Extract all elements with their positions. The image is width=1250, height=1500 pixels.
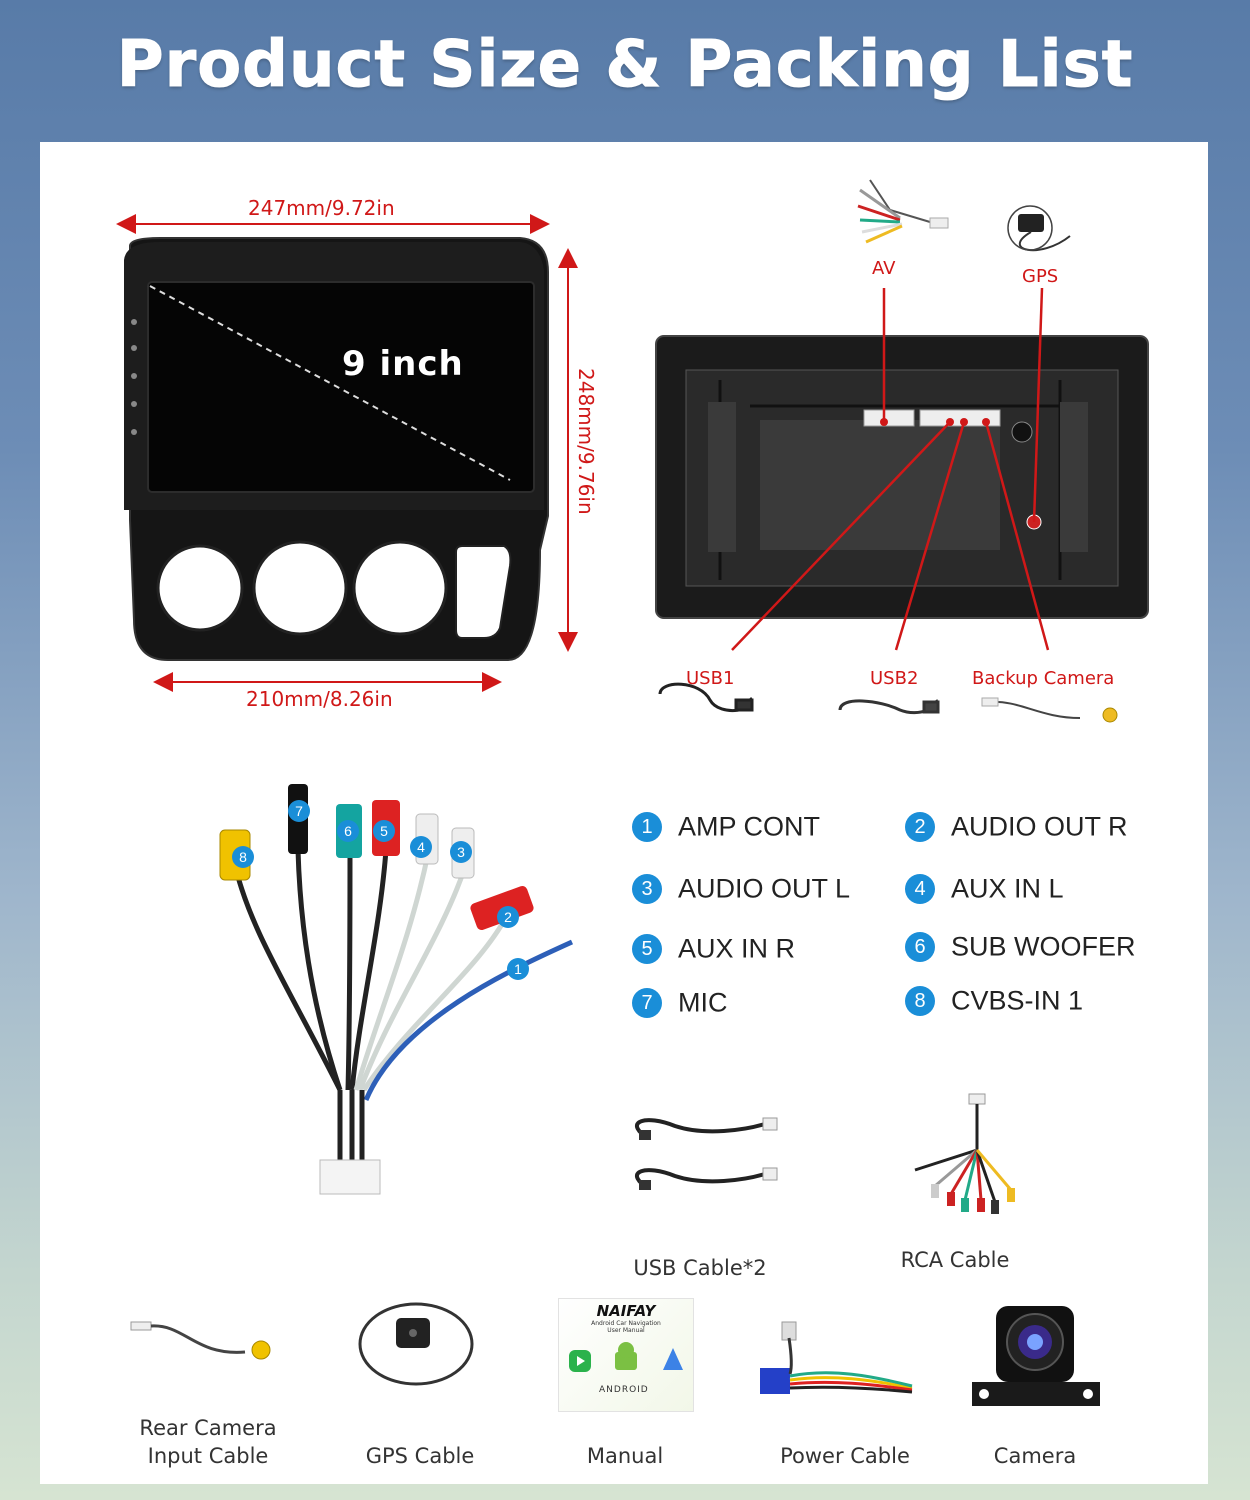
legend-item-2: 2 AUDIO OUT R xyxy=(905,810,1128,842)
rear-camera-input-cable-icon xyxy=(130,1321,271,1360)
gps-port xyxy=(1011,421,1033,443)
harness-badge-8: 8 xyxy=(232,846,254,868)
manual-brand: NAIFAY xyxy=(596,1302,656,1320)
screen-size-label: 9 inch xyxy=(342,344,464,384)
top-width-label: 247mm/9.72in xyxy=(248,196,395,220)
legend-item-7: 7 MIC xyxy=(632,986,728,1018)
port-leader-lines xyxy=(731,287,1050,651)
gps-port-label: GPS xyxy=(1022,266,1059,287)
head-unit-rear-illustration xyxy=(655,179,1149,723)
backup-camera-cable-icon xyxy=(981,697,1118,723)
manual-android-text: ANDROID xyxy=(599,1385,649,1395)
legend-label: AUX IN R xyxy=(678,933,796,964)
switch-cutout xyxy=(455,545,512,639)
harness-badge-3: 3 xyxy=(450,841,472,863)
rear-ribs xyxy=(708,402,1088,552)
harness-badge-1: 1 xyxy=(507,958,529,980)
vent-cutout-middle xyxy=(252,540,348,636)
legend-item-6: 6 SUB WOOFER xyxy=(905,930,1136,962)
usb2-port-label: USB2 xyxy=(870,668,919,689)
manual-caption: Manual xyxy=(586,1444,664,1468)
legend-badge: 3 xyxy=(632,873,662,904)
manual-cover: NAIFAY Android Car Navigation User Manua… xyxy=(558,1298,694,1412)
legend-item-3: 3 AUDIO OUT L xyxy=(632,872,850,904)
side-buttons xyxy=(131,319,137,435)
legend-badge: 2 xyxy=(905,811,935,842)
legend-badge: 4 xyxy=(905,873,935,904)
power-cable-icon xyxy=(760,1321,913,1394)
bottom-width-label: 210mm/8.26in xyxy=(246,687,393,711)
legend-label: AUDIO OUT L xyxy=(678,873,851,904)
camera-icon xyxy=(972,1306,1100,1406)
legend-label: AMP CONT xyxy=(678,811,821,842)
camera-bracket xyxy=(972,1382,1100,1406)
usb2-cable-icon xyxy=(838,699,940,715)
av-cable-icon xyxy=(857,179,949,244)
rca-cable-icon xyxy=(914,1093,1015,1214)
legend-item-1: 1 AMP CONT xyxy=(632,810,820,842)
manual-subtitle-2: User Manual xyxy=(607,1327,645,1334)
usb-cables-icon xyxy=(635,1117,778,1190)
legend-item-4: 4 AUX IN L xyxy=(905,872,1064,904)
harness-badge-2: 2 xyxy=(497,906,519,928)
harness-wires xyxy=(232,849,574,1160)
legend-badge: 1 xyxy=(632,811,662,842)
gps-cable-icon xyxy=(358,1302,474,1386)
legend-label: CVBS-IN 1 xyxy=(951,985,1084,1016)
vent-cutout-right xyxy=(352,540,448,636)
gps-cable-caption: GPS Cable xyxy=(365,1444,475,1468)
manual-subtitle-1: Android Car Navigation xyxy=(591,1320,661,1327)
legend-badge: 8 xyxy=(905,985,935,1016)
legend-item-8: 8 CVBS-IN 1 xyxy=(905,984,1083,1016)
diagonal-line xyxy=(149,285,511,481)
harness-connector xyxy=(319,1159,381,1195)
rear-camera-caption-line2: Input Cable xyxy=(147,1444,269,1468)
usb1-cable-icon xyxy=(658,682,754,713)
legend-label: MIC xyxy=(678,987,728,1018)
av-port-label: AV xyxy=(872,258,896,279)
usb-connector-block xyxy=(919,409,1001,427)
power-cable-caption: Power Cable xyxy=(780,1444,910,1468)
head-unit-front-illustration xyxy=(116,214,578,692)
legend-badge: 5 xyxy=(632,933,662,964)
screen xyxy=(147,281,535,493)
harness-badge-7: 7 xyxy=(288,800,310,822)
backup-camera-port-label: Backup Camera xyxy=(972,668,1115,689)
manual-logos xyxy=(569,1342,683,1372)
usb-cable-caption: USB Cable*2 xyxy=(633,1256,767,1280)
legend-label: SUB WOOFER xyxy=(951,931,1136,962)
rca-cable-caption: RCA Cable xyxy=(900,1248,1010,1272)
page-title: Product Size & Packing List xyxy=(116,28,1134,103)
android-icon xyxy=(615,1352,637,1370)
av-connector xyxy=(863,409,915,427)
legend-badge: 6 xyxy=(905,931,935,962)
port-leader-dots xyxy=(880,418,990,426)
gps-antenna-icon xyxy=(1007,205,1071,252)
harness-badge-4: 4 xyxy=(410,836,432,858)
camera-caption: Camera xyxy=(993,1444,1077,1468)
android-auto-icon xyxy=(663,1348,683,1370)
harness-badge-6: 6 xyxy=(337,820,359,842)
height-label: 248mm/9.76in xyxy=(574,368,598,515)
harness-badge-5: 5 xyxy=(373,820,395,842)
rear-camera-caption: Rear Camera Input Cable xyxy=(118,1414,298,1470)
usb1-port-label: USB1 xyxy=(686,668,735,689)
legend-item-5: 5 AUX IN R xyxy=(632,932,795,964)
legend-label: AUX IN L xyxy=(951,873,1064,904)
rear-camera-caption-line1: Rear Camera xyxy=(139,1416,277,1440)
legend-badge: 7 xyxy=(632,987,662,1018)
vent-cutout-left xyxy=(156,544,244,632)
legend-label: AUDIO OUT R xyxy=(951,811,1128,842)
